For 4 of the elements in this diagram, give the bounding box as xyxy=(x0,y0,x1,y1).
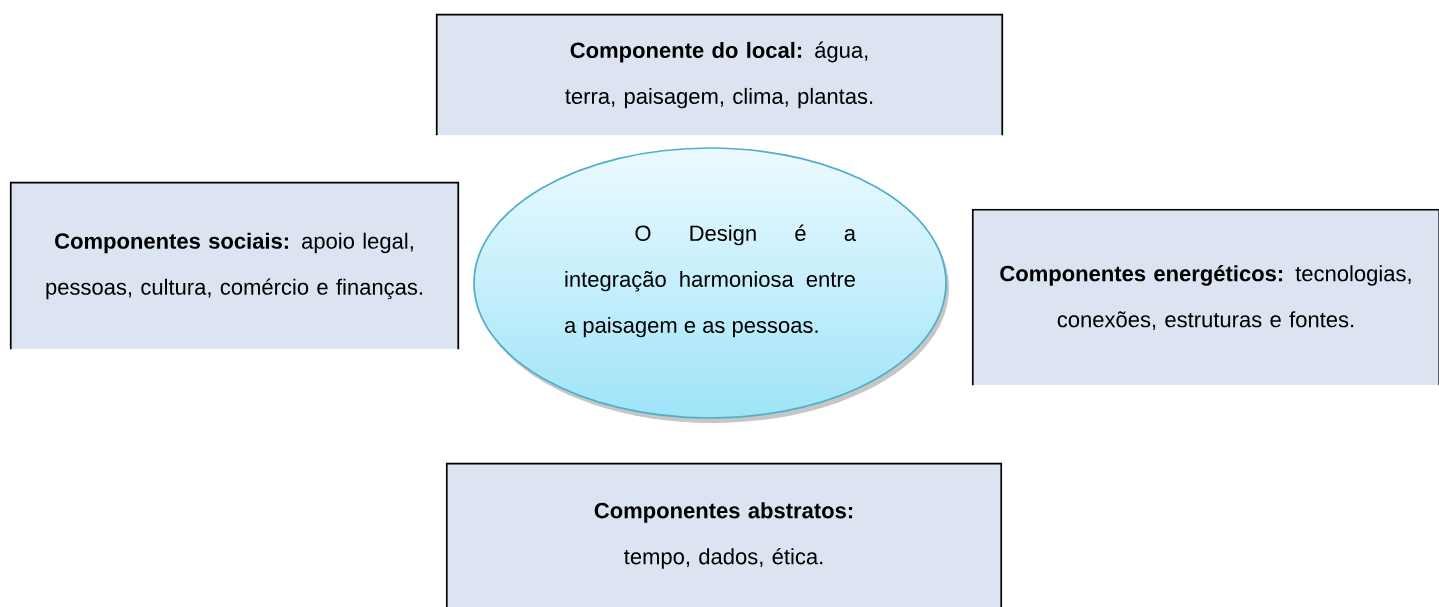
text-box: Componente do local: água, terra, paisagem, clima, plantas. xyxy=(435,13,1004,137)
text-box: Componentes energéticos: tecnologias, conexões, estruturas e fontes. xyxy=(971,208,1439,387)
text-box: Componentes sociais: apoio legal, pessoas, cultura, comércio e finanças. xyxy=(9,181,460,351)
text-box: Componentes abstratos: tempo, dados, ética. xyxy=(445,462,1003,607)
